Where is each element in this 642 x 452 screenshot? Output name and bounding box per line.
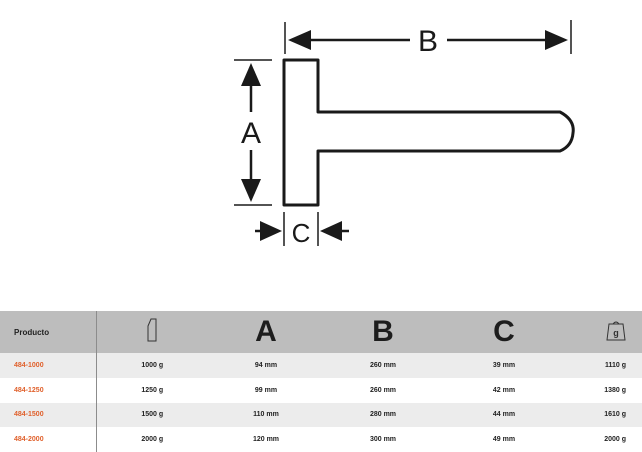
- hammer-head-icon: [147, 318, 157, 347]
- dimension-a-cell: 99 mm: [208, 377, 324, 403]
- svg-text:g: g: [613, 328, 619, 338]
- product-code: 484-2000: [0, 427, 97, 452]
- dimension-a-label: A: [241, 117, 261, 150]
- dimension-c-arrow-left: [260, 221, 282, 241]
- dimension-b-arrow-left: [288, 30, 311, 50]
- hammer-dimension-diagram: B A C: [234, 20, 575, 248]
- head-weight-cell: 1000 g: [96, 353, 208, 378]
- header-product: Producto: [0, 311, 97, 353]
- header-b: B: [324, 311, 442, 353]
- header-a: A: [208, 311, 324, 353]
- product-code: 484-1500: [0, 402, 97, 428]
- hammer-outline: [282, 58, 575, 207]
- dimension-a-arrow-top: [241, 63, 261, 86]
- dimension-a-cell: 94 mm: [208, 353, 324, 378]
- total-weight-cell: 1610 g: [566, 402, 642, 428]
- dimension-b-label: B: [418, 25, 438, 58]
- dimension-c-cell: 44 mm: [442, 402, 566, 428]
- dimension-b-arrow-right: [545, 30, 568, 50]
- dimension-b-cell: 300 mm: [324, 427, 442, 452]
- hammer-diagram-svg: B A C: [234, 20, 575, 248]
- dimension-c-label: C: [292, 218, 311, 248]
- header-weight: g: [566, 311, 642, 353]
- dimension-b-cell: 260 mm: [324, 377, 442, 403]
- total-weight-cell: 2000 g: [566, 427, 642, 452]
- head-weight-cell: 2000 g: [96, 427, 208, 452]
- table-header-row: Producto A B C g: [0, 311, 642, 353]
- head-weight-cell: 1250 g: [96, 377, 208, 403]
- dimension-c-cell: 42 mm: [442, 377, 566, 403]
- specification-table: Producto A B C g: [0, 311, 642, 452]
- total-weight-cell: 1110 g: [566, 353, 642, 378]
- dimension-c-cell: 39 mm: [442, 353, 566, 378]
- dimension-a-cell: 120 mm: [208, 427, 324, 452]
- product-code: 484-1000: [0, 353, 97, 378]
- weight-icon: g: [606, 319, 626, 346]
- dimension-c-cell: 49 mm: [442, 427, 566, 452]
- dimension-c-arrow-right: [320, 221, 342, 241]
- dimension-a-cell: 110 mm: [208, 402, 324, 428]
- product-code: 484-1250: [0, 377, 97, 403]
- header-c: C: [442, 311, 566, 353]
- dimension-a-arrow-bottom: [241, 179, 261, 202]
- dimension-b-cell: 280 mm: [324, 402, 442, 428]
- total-weight-cell: 1380 g: [566, 377, 642, 403]
- head-weight-cell: 1500 g: [96, 402, 208, 428]
- dimension-b-cell: 260 mm: [324, 353, 442, 378]
- header-head-weight: [96, 311, 208, 353]
